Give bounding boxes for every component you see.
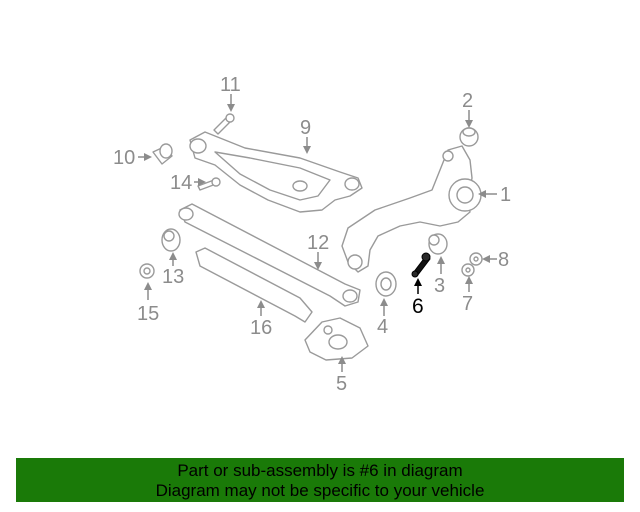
- notice-line-disclaimer: Diagram may not be specific to your vehi…: [155, 481, 485, 500]
- callout-11: 11: [220, 74, 241, 96]
- callout-13: 13: [162, 266, 184, 288]
- callout-6: 6: [412, 295, 424, 318]
- callout-12: 12: [307, 232, 329, 254]
- part-11-bolt: [213, 113, 235, 135]
- part-5-mount: [304, 317, 369, 361]
- part-15-bushing: [139, 263, 155, 279]
- part-6-bolt: [411, 252, 431, 278]
- part-16-trailing-link: [195, 247, 313, 323]
- callout-labels: 1 2 3 4 5 6 7 8 9 10 11 12 13 14 15 16: [113, 74, 511, 395]
- part-1-knuckle: [341, 145, 482, 273]
- callout-4: 4: [377, 316, 388, 338]
- parts-diagram: 1 2 3 4 5 6 7 8 9 10 11 12 13 14 15 16: [113, 74, 511, 395]
- callout-16: 16: [250, 317, 272, 339]
- callout-8: 8: [498, 249, 509, 271]
- callout-3: 3: [434, 275, 445, 297]
- part-12-lower-link: [178, 203, 361, 307]
- callout-10: 10: [113, 147, 135, 169]
- diagram-notice-banner: Part or sub-assembly is #6 in diagram Di…: [16, 458, 624, 502]
- part-8-nut: [469, 252, 483, 266]
- part-3-bushing: [428, 233, 448, 255]
- part-13-bushing: [161, 228, 181, 252]
- callout-15: 15: [137, 303, 159, 325]
- part-4-bushing: [375, 271, 397, 297]
- callout-2: 2: [462, 90, 473, 112]
- callout-5: 5: [336, 373, 347, 395]
- leader-lines: [138, 94, 497, 372]
- part-10-bushing: [152, 143, 173, 165]
- notice-line-part: Part or sub-assembly is #6 in diagram: [177, 461, 463, 480]
- callout-9: 9: [300, 117, 311, 139]
- callout-7: 7: [462, 293, 473, 315]
- callout-14: 14: [170, 172, 192, 194]
- part-9-control-arm: [189, 131, 363, 213]
- callout-1: 1: [500, 184, 511, 206]
- part-7-nut: [461, 263, 475, 277]
- part-2-bushing: [459, 127, 479, 147]
- part-14-bolt: [197, 177, 221, 191]
